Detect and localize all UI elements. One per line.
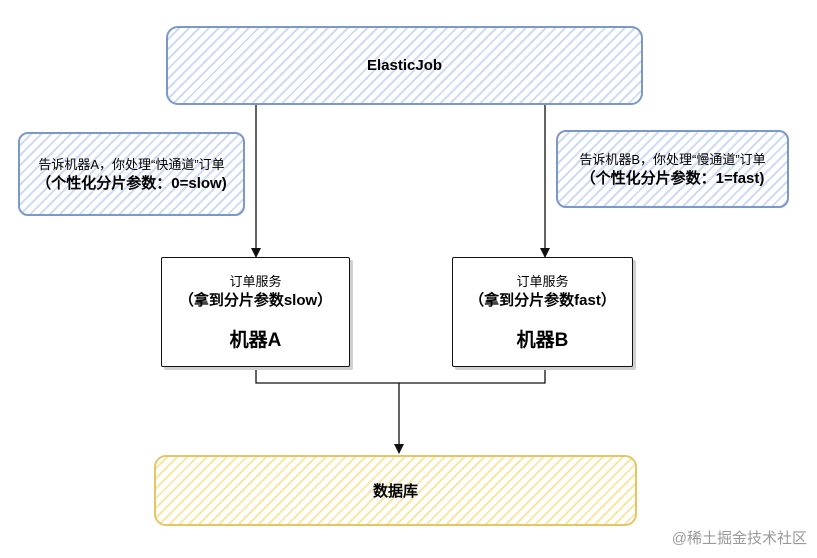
note-b-line2: （个性化分片参数：1=fast) (580, 169, 765, 187)
machine-a-name: 机器A (229, 330, 282, 351)
elasticjob-label: ElasticJob (366, 57, 443, 74)
note-a-line1: 告诉机器A，你处理“快通道”订单 (38, 156, 225, 172)
note-machine-a: 告诉机器A，你处理“快通道”订单 （个性化分片参数：0=slow) (18, 132, 245, 216)
machine-a-service: 订单服务 (229, 274, 282, 289)
note-b-line1: 告诉机器B，你处理“慢通道”订单 (579, 151, 766, 167)
machine-a-param: （拿到分片参数slow） (178, 292, 333, 309)
watermark: @稀土掘金技术社区 (671, 530, 807, 547)
machine-a-node: 订单服务 （拿到分片参数slow） 机器A (161, 257, 350, 367)
note-a-line2: （个性化分片参数：0=slow) (36, 174, 227, 192)
database-label: 数据库 (372, 483, 418, 500)
machine-b-node: 订单服务 （拿到分片参数fast） 机器B (452, 257, 633, 367)
database-node: 数据库 (154, 455, 637, 526)
machine-b-param: （拿到分片参数fast） (469, 292, 616, 309)
machine-b-service: 订单服务 (516, 274, 569, 289)
connector-machines-to-db (255, 368, 546, 384)
note-machine-b: 告诉机器B，你处理“慢通道”订单 （个性化分片参数：1=fast) (556, 130, 789, 208)
elasticjob-node: ElasticJob (166, 26, 643, 105)
machine-b-name: 机器B (516, 330, 569, 351)
